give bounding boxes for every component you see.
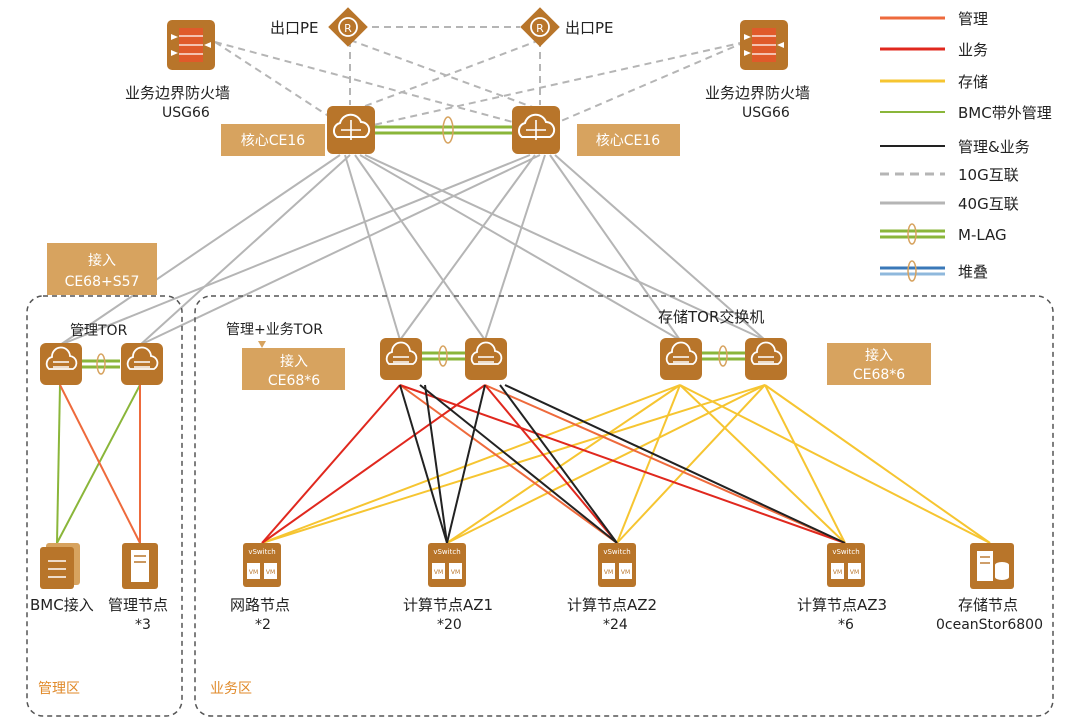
core-switch-left-icon [327, 106, 375, 154]
svg-text:vSwitch: vSwitch [248, 548, 275, 556]
mgmt-biz-links [399, 384, 846, 544]
svg-text:VM: VM [451, 569, 460, 576]
storage-node-icon [970, 543, 1014, 589]
fw-left-name: 业务边界防火墙 [125, 84, 230, 102]
firewall-left-icon [167, 20, 215, 70]
compute-az2-icon: vSwitch VM VM [598, 543, 636, 587]
storage-node-label: 存储节点 [958, 596, 1018, 614]
biz-access-tag-bg [242, 348, 345, 390]
bmc-access-icon [40, 543, 80, 589]
legend-stack-icon [880, 260, 945, 282]
access-mgmt-tag-line2: CE68+S57 [65, 274, 140, 290]
storage-tor-label: 存储TOR交换机 [658, 308, 764, 326]
core-left-tag: 核心CE16 [241, 133, 306, 149]
svg-text:VM: VM [434, 569, 443, 576]
top-dashed-links [214, 26, 746, 131]
biz-access-tag-line1: 接入 [280, 353, 308, 370]
mgmt-zone-label: 管理区 [38, 681, 80, 697]
compute-az1-icon: vSwitch VM VM [428, 543, 466, 587]
biz-zone-label: 业务区 [210, 681, 252, 697]
biz-zone-border [194, 295, 1054, 717]
svg-text:vSwitch: vSwitch [603, 548, 630, 556]
fw-left-model: USG66 [162, 105, 210, 121]
pe-router-right-icon: R [520, 7, 560, 47]
legend-label-mgmt-biz: 管理&业务 [958, 138, 1030, 156]
storage-links [261, 384, 991, 544]
mgmt-tor-right-icon [121, 343, 163, 385]
core-right-tag: 核心CE16 [596, 133, 661, 149]
biz-access-tag-line2: CE68*6 [268, 373, 320, 389]
mgmt-links [399, 384, 846, 544]
core-left-tag-bg [221, 124, 325, 156]
svg-text:R: R [536, 22, 544, 35]
legend-label-stack: 堆叠 [958, 263, 988, 281]
mgmt-node-label: 管理节点 [108, 596, 168, 614]
mgmt-node-server-icon [122, 543, 158, 589]
svg-text:vSwitch: vSwitch [832, 548, 859, 556]
bmc-access-label: BMC接入 [30, 596, 94, 614]
biz-tor-pointer [258, 341, 266, 348]
fw-right-model: USG66 [742, 105, 790, 121]
network-node-label: 网路节点 [230, 596, 290, 614]
access-mgmt-tag-line1: 接入 [88, 252, 116, 269]
compute-az1-count: *20 [437, 617, 462, 633]
legend-label-biz: 业务 [958, 41, 988, 59]
storage-access-tag-line2: CE68*6 [853, 367, 905, 383]
mgmt-zone-border [26, 295, 183, 717]
svg-text:VM: VM [604, 569, 613, 576]
access-mgmt-tag-bg [47, 243, 157, 295]
core-mlag [375, 116, 515, 144]
legend-label-mgmt: 管理 [958, 10, 988, 28]
compute-az1-label: 计算节点AZ1 [403, 596, 493, 614]
firewall-right-icon [740, 20, 788, 70]
network-node-icon: vSwitch VM VM [243, 543, 281, 587]
storage-tor-left-icon [660, 338, 702, 380]
core-switch-right-icon [512, 106, 560, 154]
legend-mlag-icon [880, 223, 945, 245]
legend-label-10g: 10G互联 [958, 166, 1019, 184]
storage-tor-right-icon [745, 338, 787, 380]
pe-router-left-icon: R [328, 7, 368, 47]
legend-label-mlag: M-LAG [958, 226, 1007, 244]
svg-text:VM: VM [249, 569, 258, 576]
biz-tor-right-icon [465, 338, 507, 380]
fw-right-name: 业务边界防火墙 [705, 84, 810, 102]
mgmt-tor-left-icon [40, 343, 82, 385]
biz-tor-mlag [422, 345, 465, 367]
mgmt-tor-mlag [82, 353, 120, 375]
compute-az3-label: 计算节点AZ3 [797, 596, 887, 614]
svg-text:VM: VM [850, 569, 859, 576]
svg-text:VM: VM [266, 569, 275, 576]
pe-right-label: 出口PE [565, 19, 614, 37]
svg-text:VM: VM [621, 569, 630, 576]
core-to-tor-links [59, 154, 766, 346]
storage-node-count: 0ceanStor6800 [936, 617, 1043, 633]
mgmt-node-count: *3 [135, 617, 151, 633]
core-right-tag-bg [577, 124, 680, 156]
svg-text:vSwitch: vSwitch [433, 548, 460, 556]
mgmt-zone-links [56, 384, 141, 544]
storage-access-tag-bg [827, 343, 931, 385]
network-node-count: *2 [255, 617, 271, 633]
legend: 管理 业务 存储 BMC带外管理 管理&业务 10G互联 40G互联 M-LAG… [880, 10, 1052, 282]
compute-az3-count: *6 [838, 617, 854, 633]
compute-az2-count: *24 [603, 617, 628, 633]
storage-access-tag-line1: 接入 [865, 347, 893, 364]
biz-tor-left-icon [380, 338, 422, 380]
compute-az3-icon: vSwitch VM VM [827, 543, 865, 587]
legend-label-bmc: BMC带外管理 [958, 104, 1052, 122]
compute-az2-label: 计算节点AZ2 [567, 596, 657, 614]
legend-label-40g: 40G互联 [958, 195, 1019, 213]
svg-text:R: R [344, 22, 352, 35]
biz-links [261, 384, 846, 544]
mgmt-tor-label: 管理TOR [70, 323, 128, 339]
biz-tor-label: 管理+业务TOR [226, 322, 323, 338]
storage-tor-mlag [702, 345, 745, 367]
pe-left-label: 出口PE [270, 19, 319, 37]
svg-text:VM: VM [833, 569, 842, 576]
legend-label-storage: 存储 [958, 73, 988, 91]
